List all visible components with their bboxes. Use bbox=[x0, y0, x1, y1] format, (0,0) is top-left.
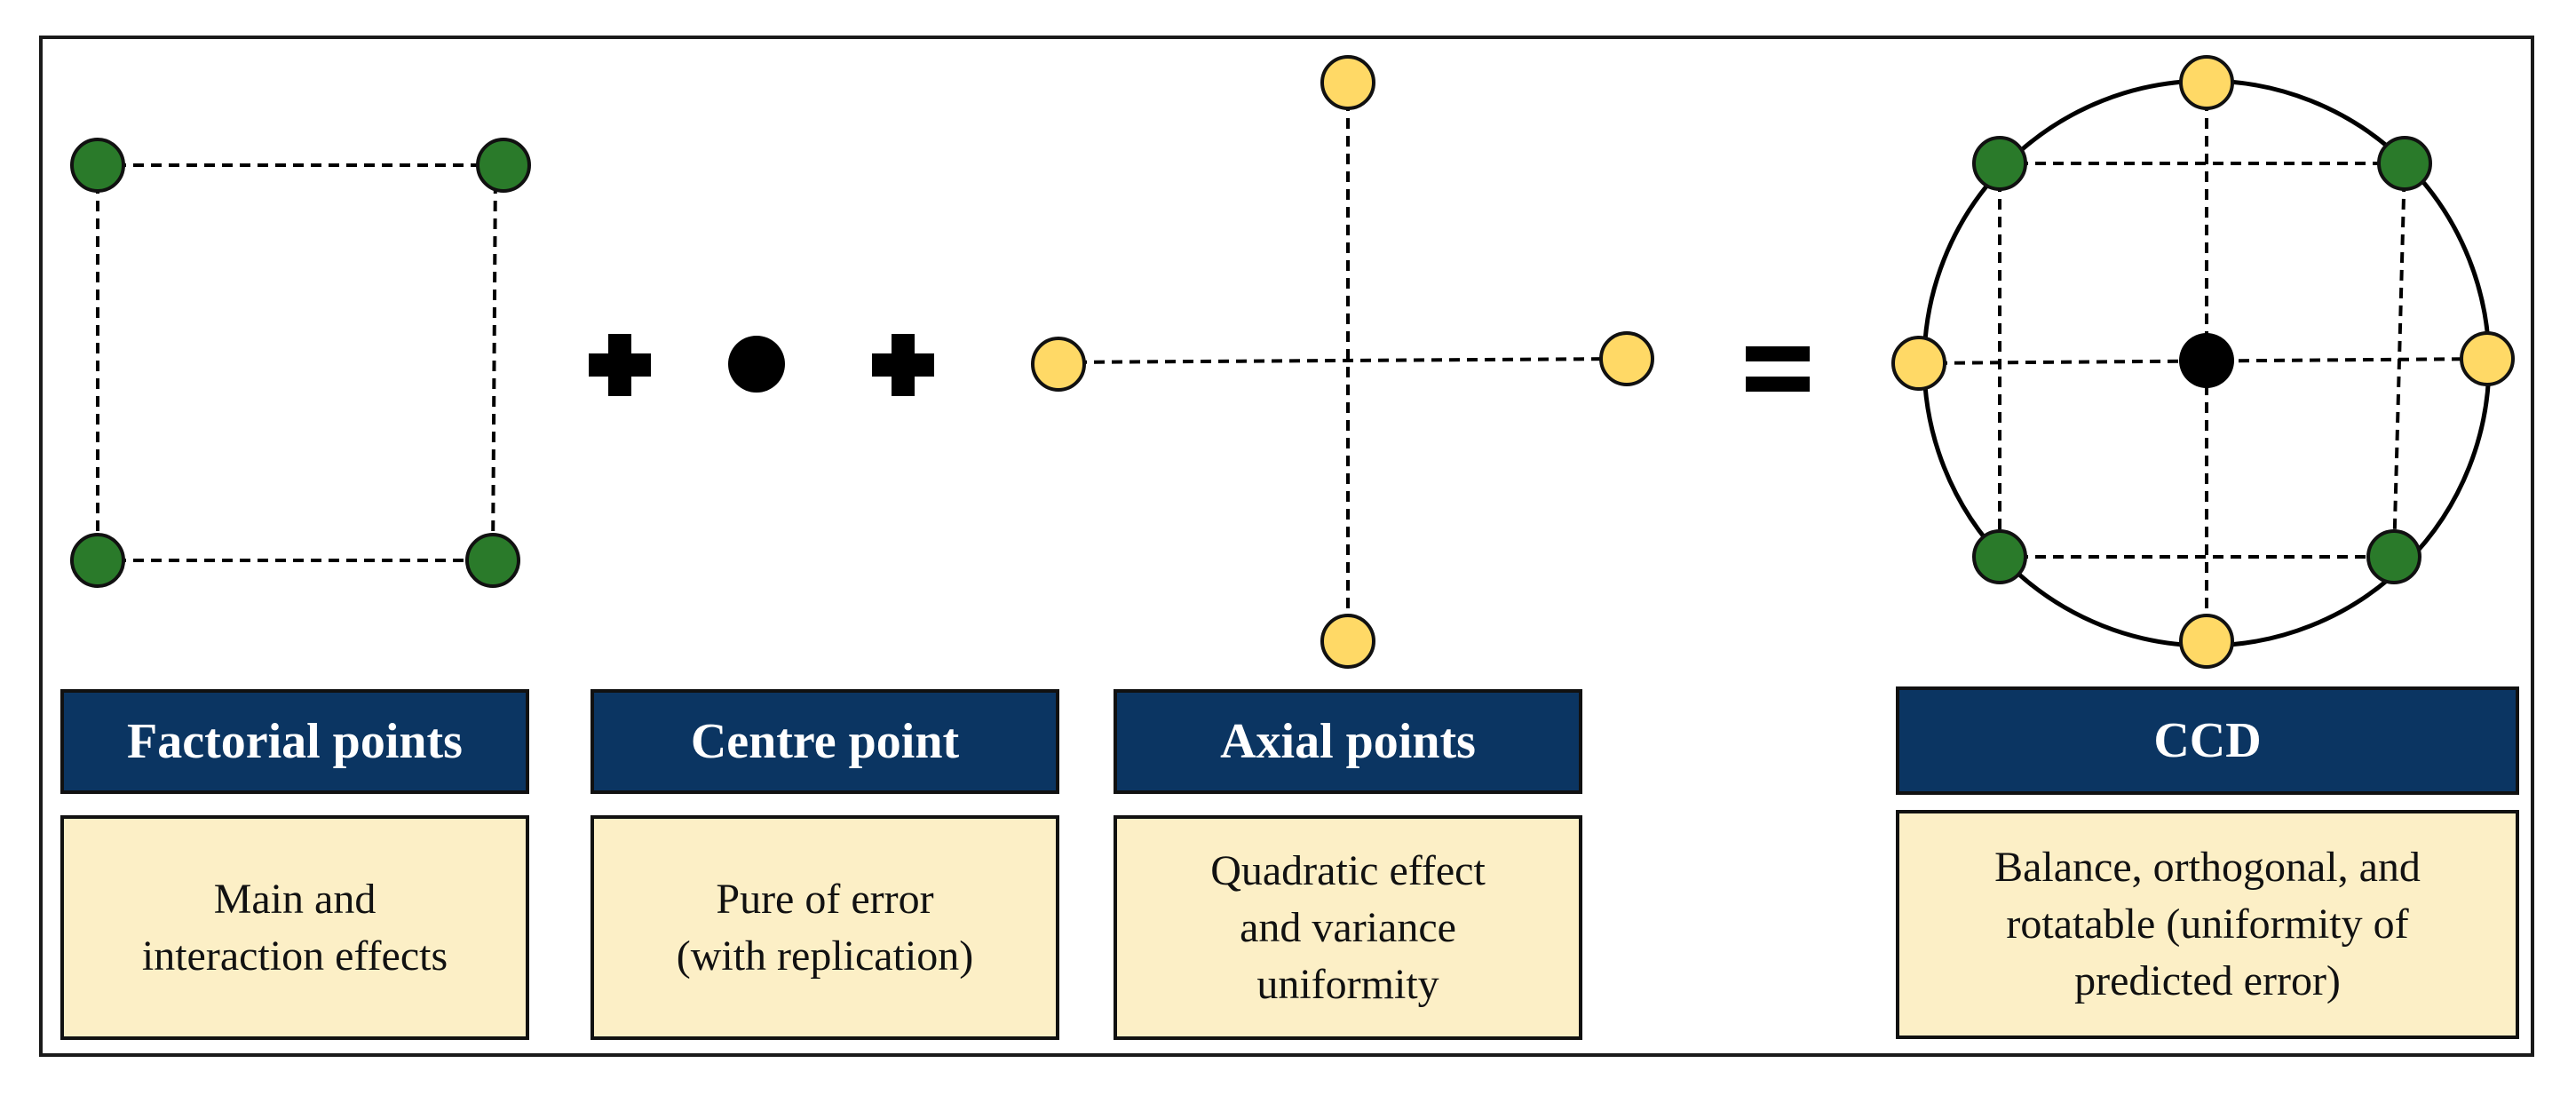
centre-point-description: Pure of error (with replication) bbox=[590, 815, 1059, 1040]
centre-point bbox=[2179, 333, 2234, 388]
ccd-composite-diagram bbox=[1891, 55, 2515, 669]
factorial-point bbox=[476, 138, 531, 193]
centre-point bbox=[728, 336, 785, 393]
axial-point bbox=[1599, 331, 1654, 386]
plus-operator bbox=[589, 334, 651, 396]
axial-point bbox=[1031, 337, 1086, 392]
axial-points-label: Axial points bbox=[1114, 689, 1582, 794]
axial-diagram bbox=[1031, 55, 1654, 669]
ccd-label: CCD bbox=[1896, 686, 2519, 795]
factorial-diagram bbox=[70, 138, 531, 588]
axial-point bbox=[2460, 331, 2515, 386]
factorial-point bbox=[465, 533, 520, 588]
factorial-point bbox=[2377, 136, 2432, 191]
axial-point bbox=[1320, 55, 1375, 110]
equals-operator bbox=[1746, 346, 1810, 392]
axial-point bbox=[2179, 55, 2234, 110]
ccd-description: Balance, orthogonal, and rotatable (unif… bbox=[1896, 810, 2519, 1039]
factorial-points-label: Factorial points bbox=[60, 689, 529, 794]
axial-horizontal-axis bbox=[1058, 357, 1628, 364]
axial-point bbox=[2179, 614, 2234, 669]
factorial-point bbox=[2366, 529, 2421, 584]
centre-point-label: Centre point bbox=[590, 689, 1059, 794]
factorial-points-description: Main and interaction effects bbox=[60, 815, 529, 1040]
factorial-point bbox=[1972, 529, 2027, 584]
axial-point bbox=[1320, 614, 1375, 669]
diagram-frame bbox=[39, 36, 2534, 1057]
axial-point bbox=[1891, 336, 1946, 391]
factorial-edge-right bbox=[491, 164, 497, 561]
plus-operator bbox=[872, 334, 934, 396]
factorial-point bbox=[70, 138, 125, 193]
factorial-point bbox=[1972, 136, 2027, 191]
factorial-point bbox=[70, 533, 125, 588]
axial-points-description: Quadratic effect and variance uniformity bbox=[1114, 815, 1582, 1040]
